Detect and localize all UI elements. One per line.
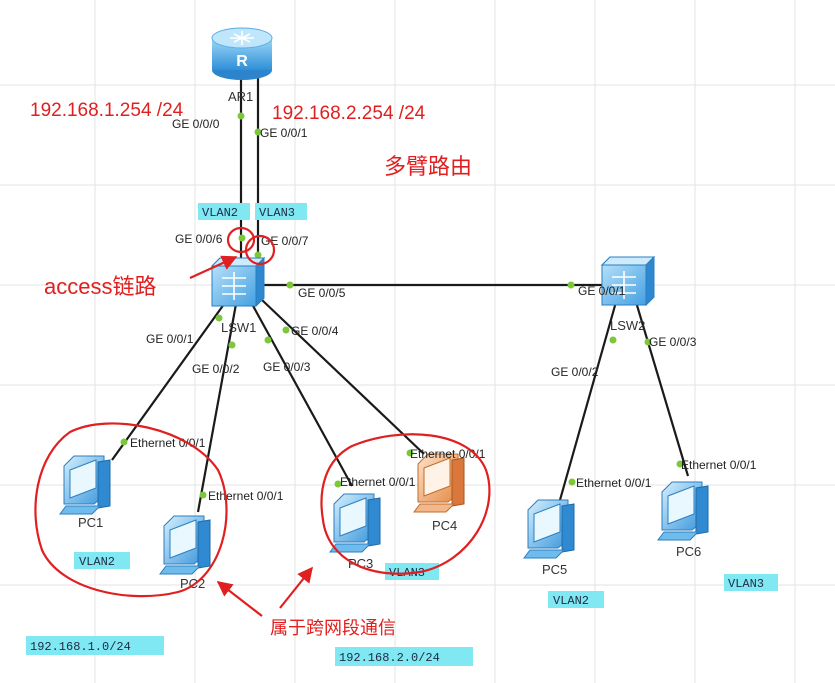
port-dots [120,112,684,499]
port-label: Ethernet 0/0/1 [208,489,284,503]
vlan-group-outlines [34,422,491,598]
vlan-tag-text: VLAN3 [728,577,764,591]
vlan-tag: VLAN3 [724,574,778,591]
subnet-tag: 192.168.2.0/24 [335,647,473,666]
vlan-tag: VLAN2 [548,591,604,608]
pc3-label: PC3 [348,556,373,571]
pc6-icon[interactable] [657,481,709,541]
gateway-ip-vlan2: 192.168.1.254 /24 [30,100,184,121]
port-label: GE 0/0/1 [260,126,308,140]
port-label: GE 0/0/7 [261,234,309,248]
port-label: GE 0/0/2 [551,365,599,379]
switch2-icon[interactable] [600,255,656,307]
pc1-icon[interactable] [59,455,111,515]
gateway-ip-vlan3: 192.168.2.254 /24 [272,103,426,124]
port-label: GE 0/0/4 [291,324,339,338]
port-label: Ethernet 0/0/1 [576,476,652,490]
vlan-tag-text: VLAN2 [79,555,115,569]
link-sw1-pc1 [111,299,228,461]
port-label: GE 0/0/3 [263,360,311,374]
port-label: Ethernet 0/0/1 [681,458,757,472]
port-label: GE 0/0/2 [192,362,240,376]
port-label: GE 0/0/3 [649,335,697,349]
link-sw1-pc4 [261,299,425,455]
link-sw1-pc2 [196,303,238,513]
link-sw1-pc3 [251,303,353,487]
pc6-label: PC6 [676,544,701,559]
port-label: GE 0/0/0 [172,117,220,131]
links [111,78,690,513]
port-labels: GE 0/0/0 GE 0/0/1 GE 0/0/6 GE 0/0/7 GE 0… [130,117,757,503]
vlan-tag: VLAN3 [255,203,307,220]
access-link-note: access链路 [44,274,156,299]
pc4-label: PC4 [432,518,457,533]
port-label: GE 0/0/5 [298,286,346,300]
pc1-label: PC1 [78,515,103,530]
switch2-label: LSW2 [610,318,645,333]
switch1-label: LSW1 [221,320,256,335]
pc5-icon[interactable] [523,499,575,559]
pc5-label: PC5 [542,562,567,577]
router-label: AR1 [228,89,253,104]
port-label: Ethernet 0/0/1 [130,436,206,450]
vlan-tag: VLAN3 [385,563,439,580]
annotation-arrows [189,255,313,617]
cross-segment-note: 属于跨网段通信 [270,618,396,638]
router-on-stick-note: 多臂路由 [384,154,472,179]
port-highlight-circles [226,226,276,266]
subnet-tag-text: 192.168.1.0/24 [30,640,131,654]
port-label: Ethernet 0/0/1 [340,475,416,489]
pc2-icon[interactable] [159,515,211,575]
vlan-tag-text: VLAN3 [259,206,295,220]
link-sw2-pc6 [634,301,690,477]
svg-text:R: R [236,53,248,70]
pc4-icon[interactable] [413,453,465,513]
port-label: Ethernet 0/0/1 [410,447,486,461]
router-icon[interactable]: R [211,27,273,80]
vlan-tag: VLAN2 [74,552,130,569]
vlan-tag: VLAN2 [198,203,250,220]
subnet-tag: 192.168.1.0/24 [26,636,164,655]
link-sw2-pc5 [558,301,618,501]
port-label: GE 0/0/1 [146,332,194,346]
subnet-tag-text: 192.168.2.0/24 [339,651,440,665]
vlan-tag-text: VLAN2 [202,206,238,220]
port-label: GE 0/0/6 [175,232,223,246]
vlan-tag-text: VLAN2 [553,594,589,608]
pc3-icon[interactable] [329,493,381,553]
port-label: GE 0/0/1 [578,284,626,298]
